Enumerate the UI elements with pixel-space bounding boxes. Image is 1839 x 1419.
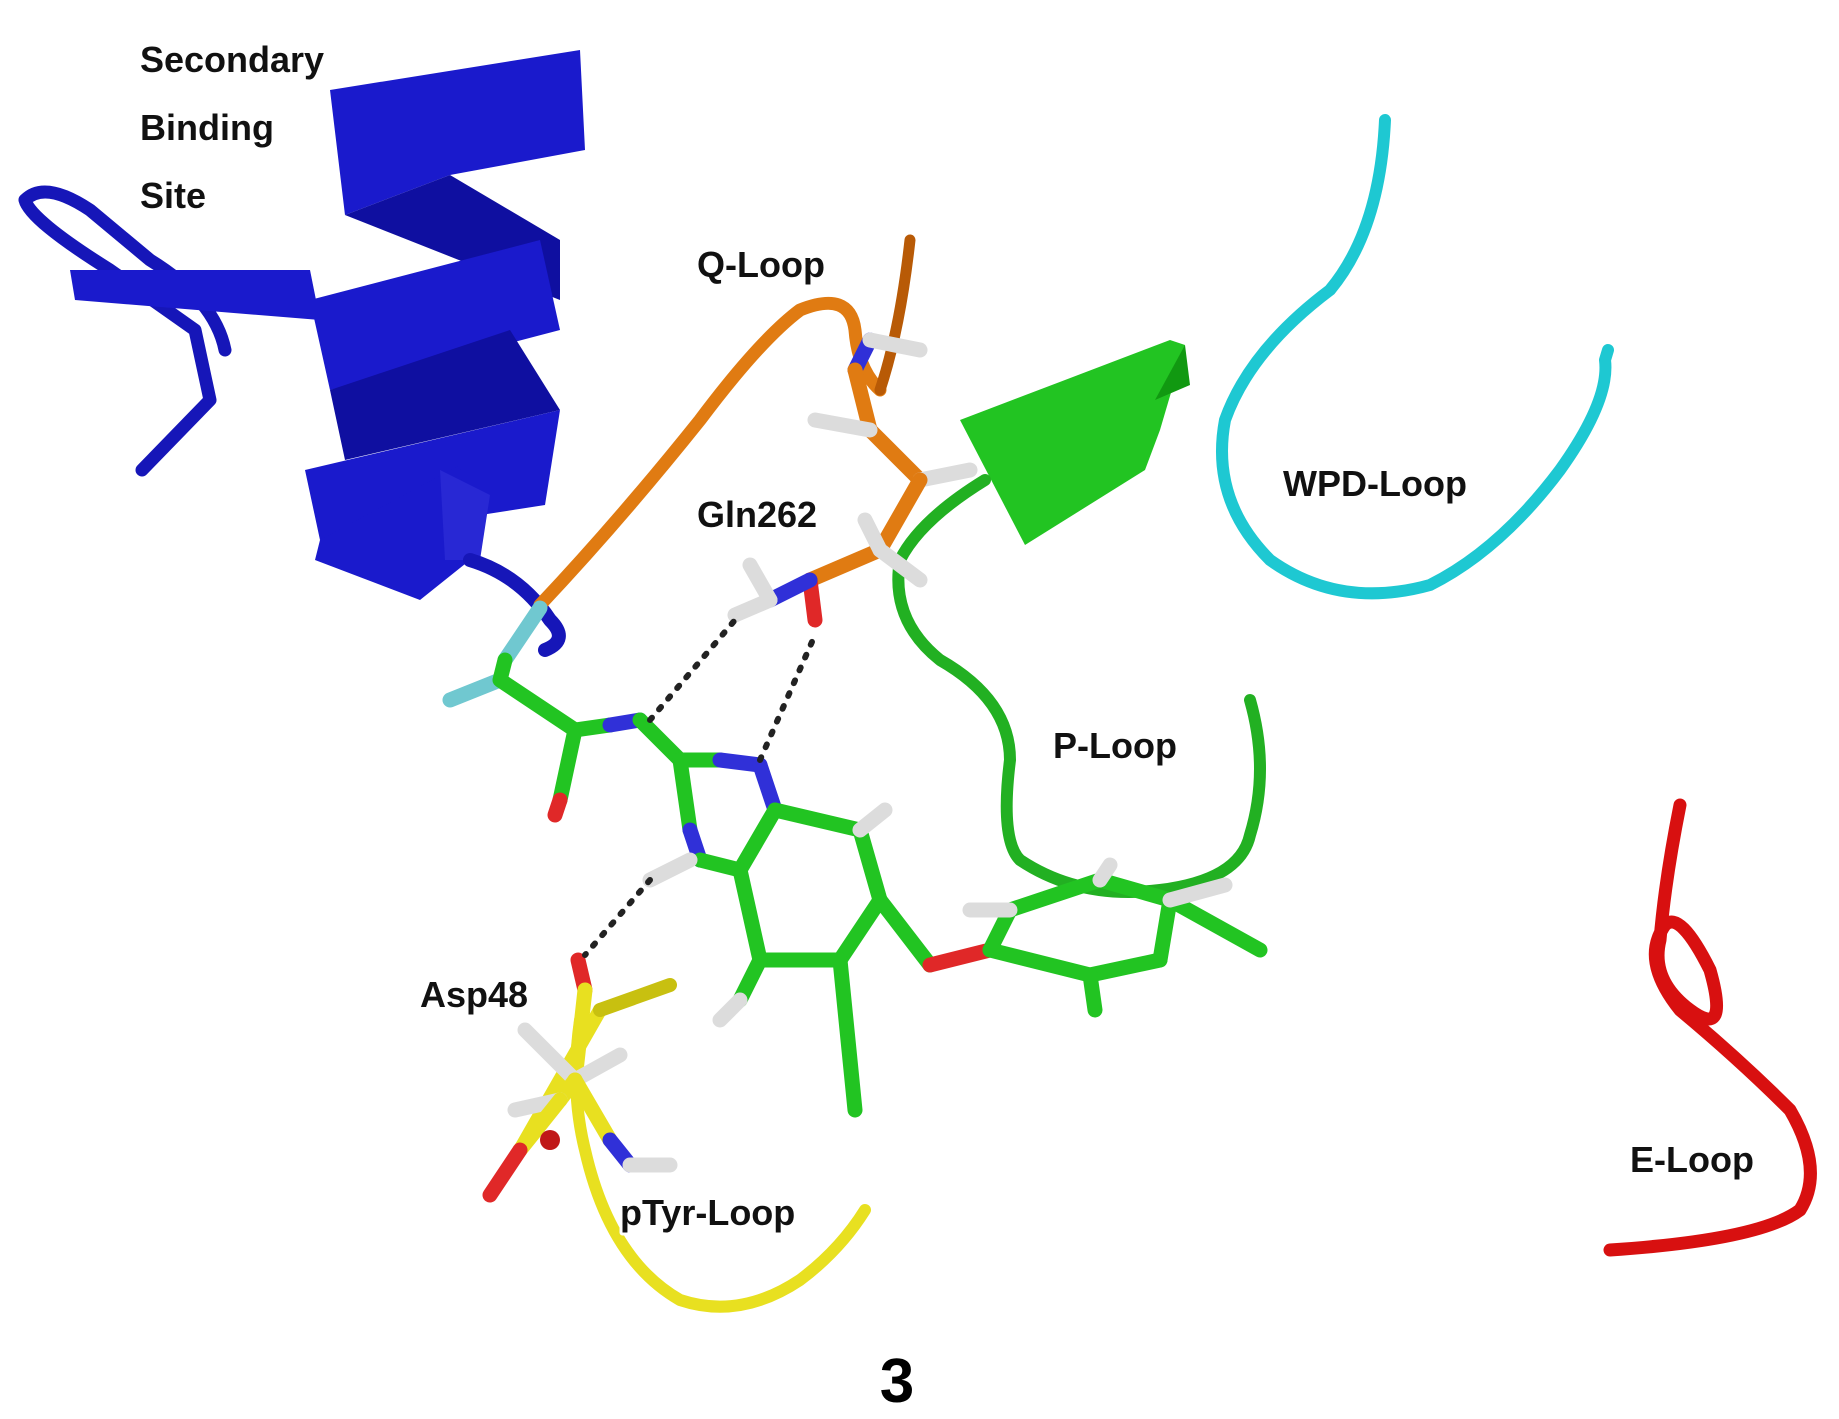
label-secondary-line1: Secondary	[140, 39, 324, 80]
q-loop-ribbon	[533, 234, 916, 612]
hydrogen-bonds	[582, 617, 818, 958]
label-gln262: Gln262	[697, 494, 817, 535]
label-p-loop: P-Loop	[1053, 725, 1177, 766]
gln262-residue	[727, 332, 978, 628]
secondary-binding-site-helix	[18, 50, 585, 657]
label-e-loop: E-Loop	[1630, 1139, 1754, 1180]
label-ptyr-loop: pTyr-Loop	[620, 1192, 795, 1233]
p-loop-ribbon	[892, 340, 1266, 898]
label-wpd-loop: WPD-Loop	[1283, 463, 1467, 504]
panel-label: 3	[880, 1347, 914, 1416]
labels: Secondary Binding Site Q-Loop Gln262 WPD…	[137, 36, 1757, 1416]
label-asp48: Asp48	[420, 974, 528, 1015]
label-secondary-line3: Site	[140, 175, 206, 216]
asp48-residue	[482, 952, 678, 1203]
label-secondary-line2: Binding	[140, 107, 274, 148]
ptyr-loop-ribbon	[513, 978, 871, 1313]
label-q-loop: Q-Loop	[697, 244, 825, 285]
e-loop-ribbon	[1603, 798, 1817, 1257]
ligand-molecule	[442, 600, 1268, 1118]
wpd-loop-ribbon	[1216, 114, 1614, 600]
